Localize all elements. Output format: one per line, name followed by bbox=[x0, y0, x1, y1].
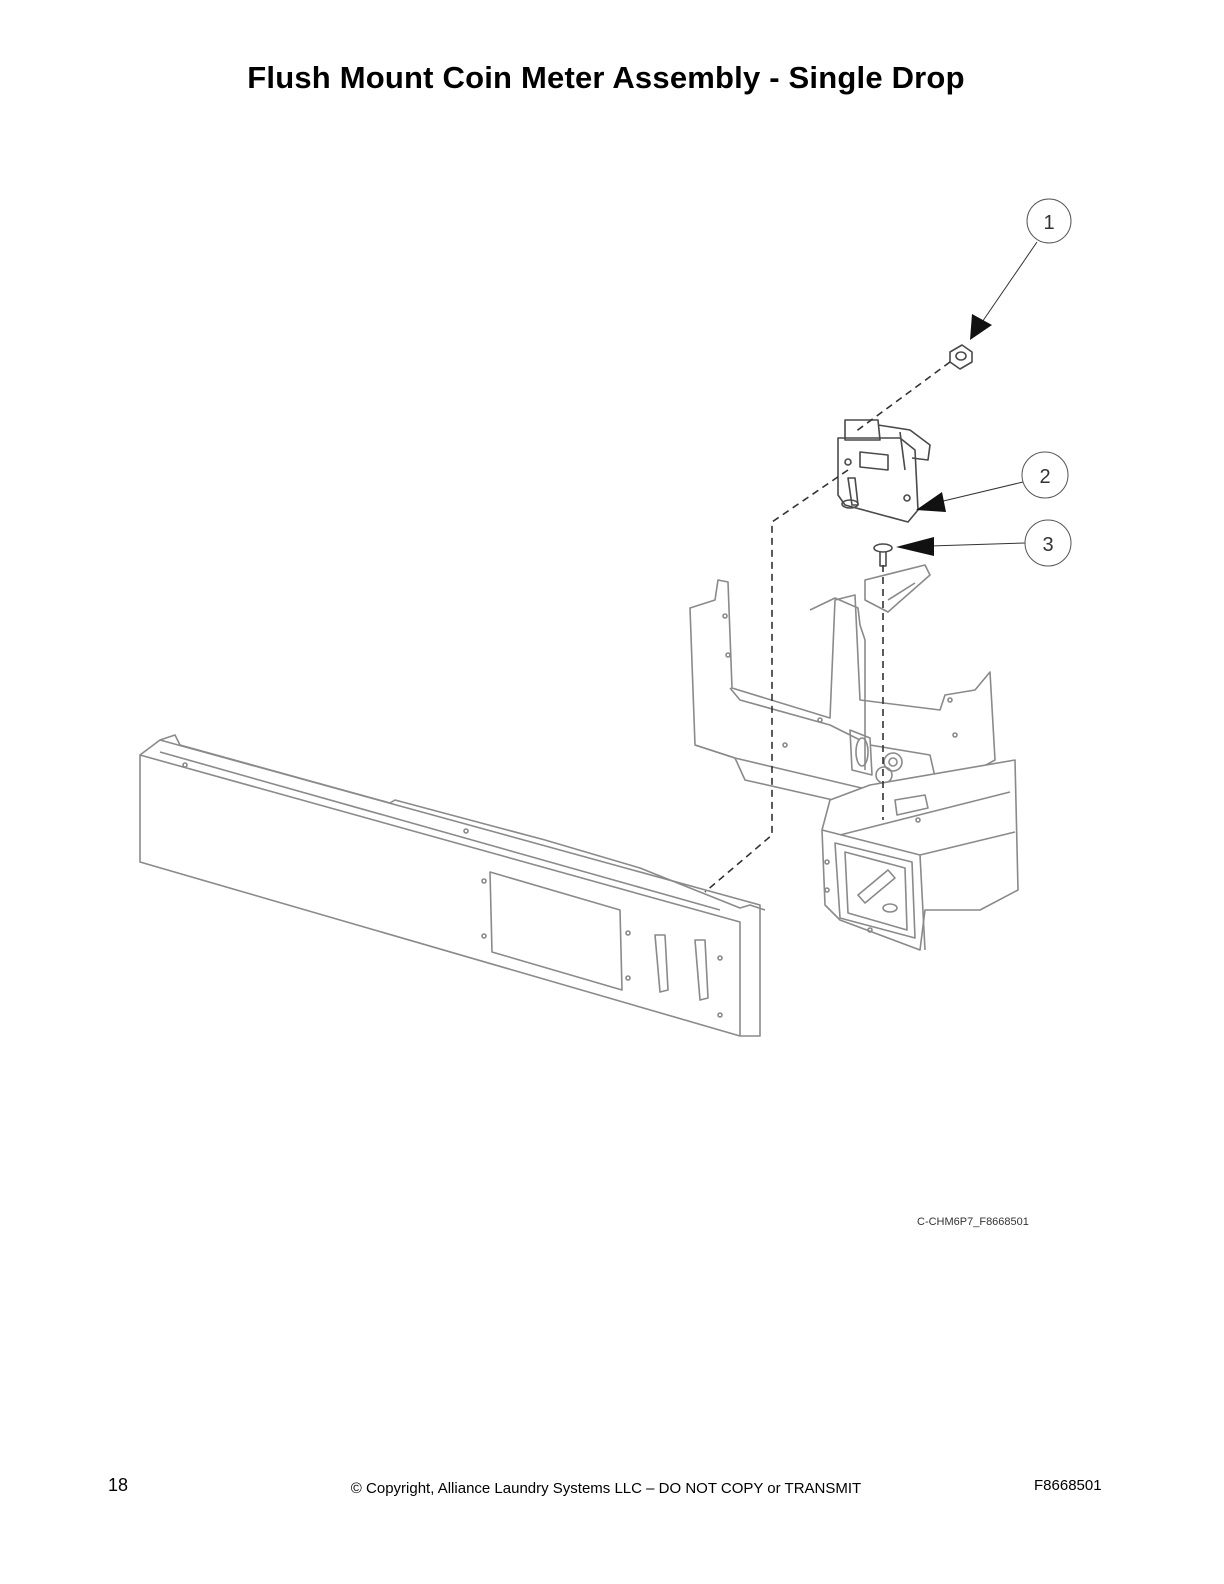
screw-part bbox=[873, 543, 893, 567]
callout-label-3: 3 bbox=[1042, 534, 1053, 556]
drawing-id: C-CHM6P7_F8668501 bbox=[917, 1216, 1029, 1228]
copyright-notice: © Copyright, Alliance Laundry Systems LL… bbox=[350, 1480, 862, 1497]
callout-3: 3 bbox=[896, 519, 1072, 567]
assembly-lines bbox=[704, 361, 951, 893]
callout-label-2: 2 bbox=[1039, 466, 1050, 488]
callout-2: 2 bbox=[916, 451, 1069, 512]
meter-bracket bbox=[689, 564, 996, 806]
coin-drop-housing bbox=[821, 759, 1019, 951]
callout-1: 1 bbox=[970, 198, 1072, 340]
front-panel bbox=[139, 734, 766, 1037]
callout-label-1: 1 bbox=[1043, 212, 1054, 234]
coin-meter-part bbox=[837, 419, 931, 523]
page-title: Flush Mount Coin Meter Assembly - Single… bbox=[247, 60, 965, 95]
page-number: 18 bbox=[108, 1475, 129, 1495]
document-number: F8668501 bbox=[1034, 1477, 1102, 1494]
nut-part bbox=[949, 344, 973, 370]
